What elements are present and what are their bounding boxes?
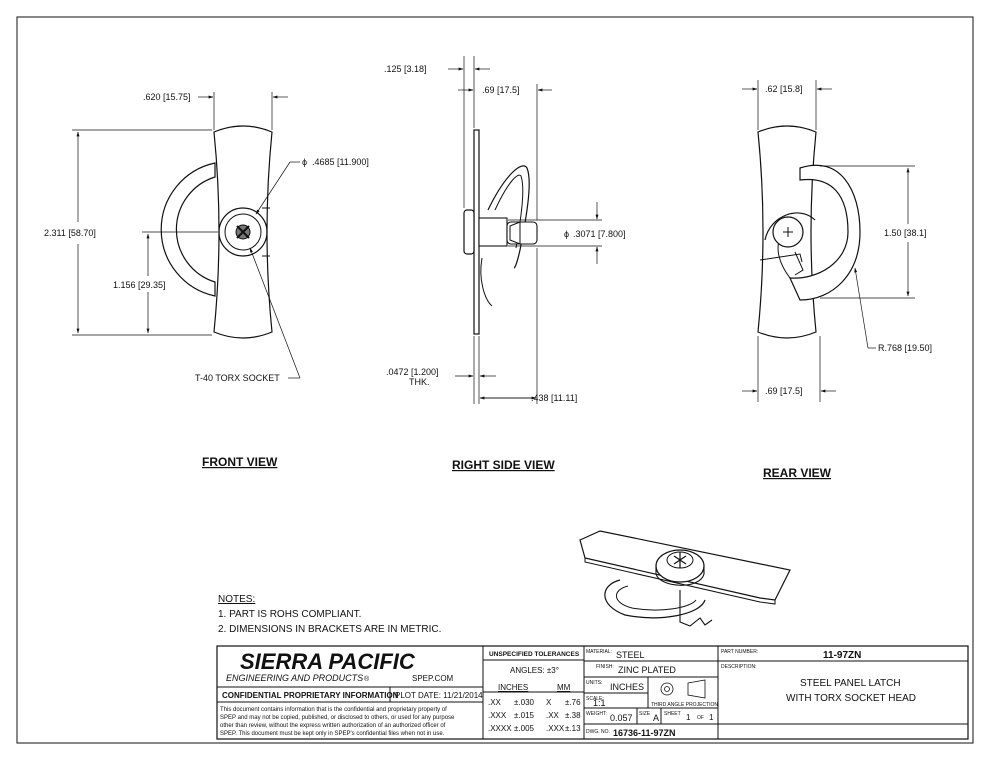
tol-row1-c: X: [546, 698, 552, 707]
disclaimer-line-4: SPEP. This document must be kept only in…: [220, 731, 445, 737]
tolerance-heading: UNSPECIFIED TOLERANCES: [489, 651, 580, 658]
tol-row1-d: ±.76: [565, 698, 581, 707]
company-subtitle: ENGINEERING AND PRODUCTS: [226, 673, 363, 683]
disclaimer-line-2: SPEP and may not be copied, published, o…: [220, 715, 455, 721]
tol-row1-a: .XX: [488, 698, 502, 707]
tolerance-angles: ANGLES: ±3°: [510, 666, 559, 675]
tol-row2-a: .XXX: [488, 711, 507, 720]
part-label: PART NUMBER:: [721, 649, 758, 655]
projection-label: THIRD ANGLE PROJECTION: [651, 702, 718, 708]
part-value: 11-97ZN: [823, 650, 861, 661]
tol-row3-d: ±.13: [565, 724, 581, 733]
side-ring: [487, 165, 530, 269]
scale-value: 1:1: [593, 698, 606, 708]
dim-front-width: .620 [15.75]: [143, 92, 191, 102]
side-plate: [473, 129, 480, 335]
dim-front-height: 2.311 [58.70]: [44, 228, 96, 238]
disclaimer-line-1: This document contains information that …: [220, 707, 447, 713]
front-view-title: FRONT VIEW: [202, 455, 278, 469]
side-view: .125 [3.18] .69 [17.5] ϕ .3071 [7.800] .…: [384, 56, 626, 404]
material-label: MATERIAL:: [586, 649, 612, 655]
material-value: STEEL: [616, 650, 645, 660]
front-view: .620 [15.75] ϕ .4685 [11.900] 2.311 [58.…: [44, 92, 369, 383]
notes-heading: NOTES:: [218, 594, 255, 605]
finish-value: ZINC PLATED: [618, 665, 676, 675]
tol-row3-c: .XXX: [546, 724, 565, 733]
finish-label: FINISH:: [596, 664, 614, 670]
dwg-value: 16736-11-97ZN: [613, 728, 676, 738]
scale-label: SCALE:: [586, 696, 604, 702]
size-value: A: [653, 713, 659, 723]
tol-row1-b: ±.030: [514, 698, 535, 707]
dim-side-top: .125 [3.18]: [384, 64, 427, 74]
dim-front-dia: .4685 [11.900]: [312, 157, 369, 167]
company-name: SIERRA PACIFIC: [240, 649, 416, 674]
of-value: 1: [709, 713, 714, 722]
description-line-2: WITH TORX SOCKET HEAD: [786, 693, 916, 704]
weight-value: 0.057: [610, 713, 633, 723]
tol-row3-b: ±.005: [514, 724, 535, 733]
note-item-1: 1. PART IS ROHS COMPLIANT.: [218, 609, 361, 620]
dwg-label: DWG. NO.: [586, 729, 610, 735]
front-d-ring: [160, 162, 216, 297]
dim-side-438: .438 [11.11]: [531, 393, 577, 403]
title-block: SIERRA PACIFIC ENGINEERING AND PRODUCTS …: [216, 645, 969, 740]
description-line-1: STEEL PANEL LATCH: [800, 678, 901, 689]
dim-front-half: 1.156 [29.35]: [113, 280, 166, 290]
dim-rear-bottom: .69 [17.5]: [765, 386, 803, 396]
sheet-label: SHEET: [664, 711, 681, 717]
tol-row2-d: ±.38: [565, 711, 581, 720]
description-label: DESCRIPTION:: [721, 664, 757, 670]
rear-d-ring: [789, 164, 861, 301]
plot-date: PLOT DATE: 11/21/2014: [395, 691, 483, 700]
tol-row2-b: ±.015: [514, 711, 535, 720]
sheet-value: 1: [686, 713, 691, 722]
tolerance-inches-head: INCHES: [498, 683, 528, 692]
isometric-view: [579, 530, 791, 627]
rear-view: .62 [15.8] 1.50 [38.1] R.768 [19.50] .69…: [742, 80, 932, 402]
disclaimer-line-3: other than review, without the express w…: [220, 723, 446, 729]
dim-side-thk: .0472 [1.200]: [386, 367, 439, 377]
dim-side-dia: .3071 [7.800]: [573, 229, 626, 239]
side-view-title: RIGHT SIDE VIEW: [452, 458, 555, 472]
dim-side-069: .69 [17.5]: [482, 85, 520, 95]
company-website: SPEP.COM: [412, 674, 454, 683]
dim-side-dia-symbol: ϕ: [564, 229, 569, 239]
dim-side-thk-label: THK.: [409, 377, 430, 387]
tolerance-mm-head: MM: [557, 683, 571, 692]
dim-rear-150: 1.50 [38.1]: [884, 228, 927, 238]
units-value: INCHES: [610, 682, 644, 692]
tol-row2-c: .XX: [546, 711, 560, 720]
size-label: SIZE: [639, 711, 651, 717]
front-torx-label: T-40 TORX SOCKET: [195, 373, 280, 383]
tol-row3-a: .XXXX: [488, 724, 512, 733]
registered-mark: ®: [364, 675, 370, 683]
of-label: OF: [697, 715, 704, 721]
dim-front-dia-symbol: ϕ: [302, 157, 307, 167]
confidential-label: CONFIDENTIAL PROPRIETARY INFORMATION: [222, 691, 399, 700]
note-item-2: 2. DIMENSIONS IN BRACKETS ARE IN METRIC.: [218, 624, 441, 635]
units-label: UNITS:: [586, 680, 602, 686]
sheet-border: [16, 16, 974, 744]
rear-view-title: REAR VIEW: [763, 466, 832, 480]
dim-rear-radius: R.768 [19.50]: [878, 343, 932, 353]
weight-label: WEIGHT:: [586, 711, 607, 717]
dim-rear-top: .62 [15.8]: [765, 84, 803, 94]
